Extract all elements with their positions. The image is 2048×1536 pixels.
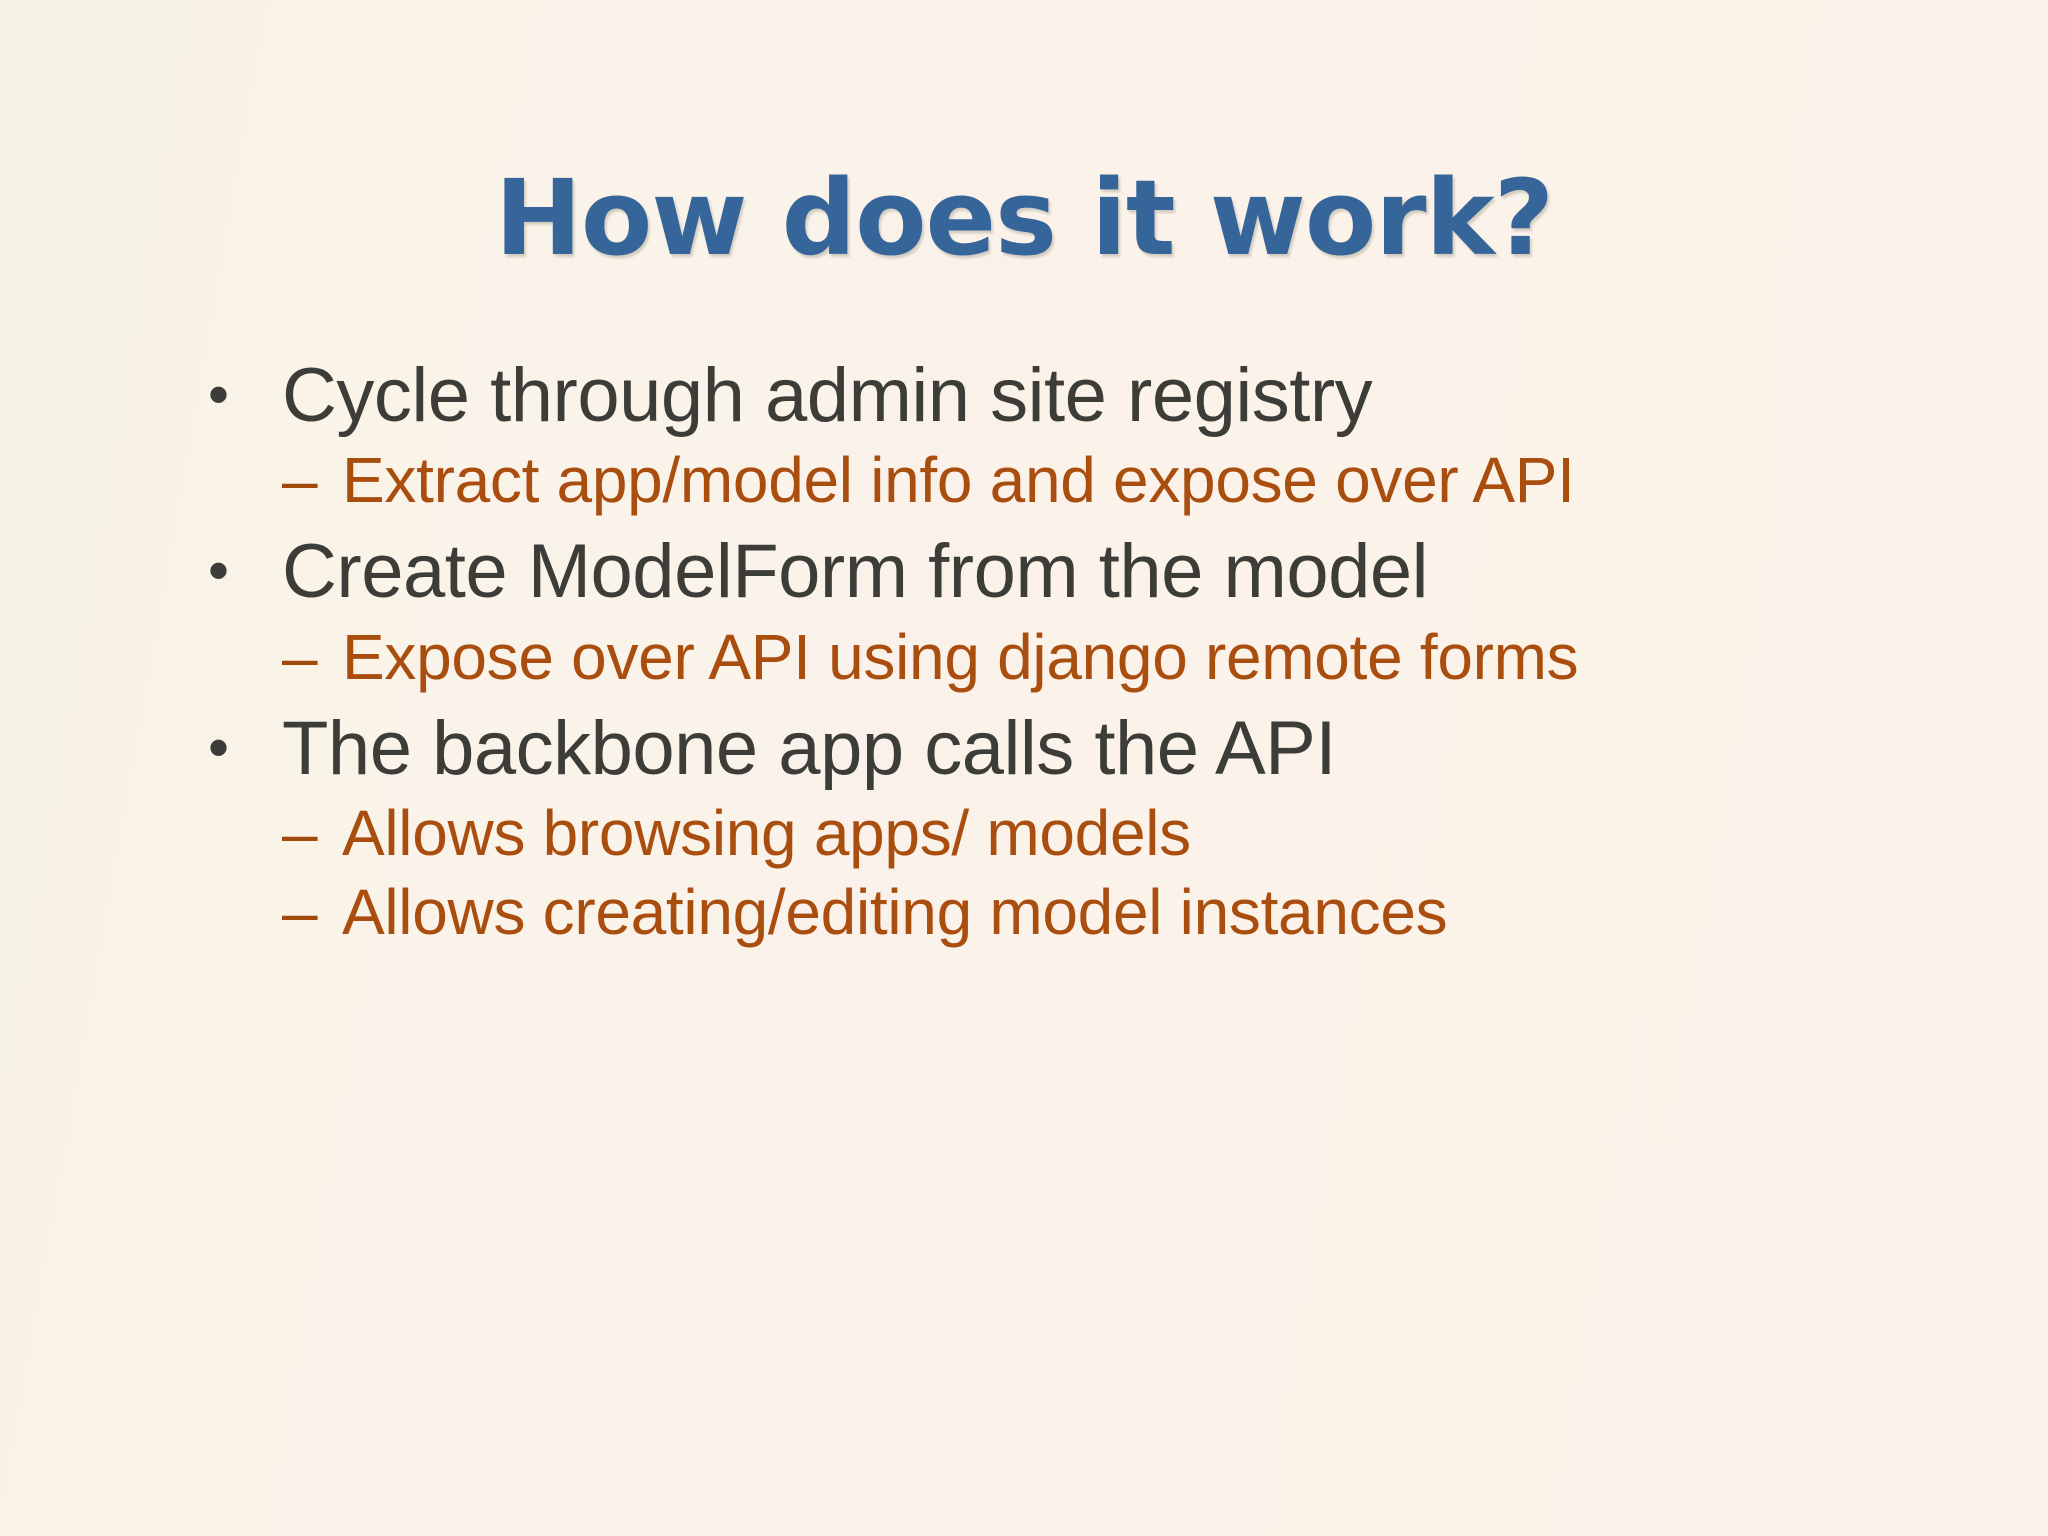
dash-icon: –	[282, 796, 318, 869]
bullet-group: • The backbone app calls the API – Allow…	[196, 705, 1916, 950]
dash-icon: –	[282, 620, 318, 693]
list-item-level2: – Extract app/model info and expose over…	[282, 443, 1916, 518]
dash-icon: –	[282, 444, 318, 517]
bullet-group: • Create ModelForm from the model – Expo…	[196, 528, 1916, 694]
list-item-level2: – Expose over API using django remote fo…	[282, 620, 1916, 695]
list-item-level2-label: Allows creating/editing model instances	[342, 875, 1448, 948]
slide-body-list: • Cycle through admin site registry – Ex…	[196, 352, 1916, 954]
list-item-level1: • Cycle through admin site registry	[196, 352, 1916, 439]
list-item-level1-label: Create ModelForm from the model	[282, 529, 1429, 615]
list-item-level1: • The backbone app calls the API	[196, 705, 1916, 792]
bullet-group: • Cycle through admin site registry – Ex…	[196, 352, 1916, 518]
list-item-level1-label: Cycle through admin site registry	[282, 353, 1373, 438]
list-item-level2-label: Expose over API using django remote form…	[342, 620, 1579, 693]
bullet-dot-icon: •	[208, 537, 229, 605]
page-title: How does it work?	[494, 156, 1554, 279]
list-item-level2-label: Allows browsing apps/ models	[342, 796, 1191, 869]
list-item-level2-label: Extract app/model info and expose over A…	[342, 444, 1575, 517]
list-item-level1-label: The backbone app calls the API	[282, 705, 1336, 791]
list-item-level2: – Allows creating/editing model instance…	[282, 875, 1916, 950]
list-item-level1: • Create ModelForm from the model	[196, 528, 1916, 615]
bullet-dot-icon: •	[208, 361, 229, 428]
dash-icon: –	[282, 875, 318, 948]
slide-title-container: How does it work?	[0, 92, 2048, 344]
list-item-level2: – Allows browsing apps/ models	[282, 796, 1916, 871]
bullet-dot-icon: •	[208, 713, 229, 781]
